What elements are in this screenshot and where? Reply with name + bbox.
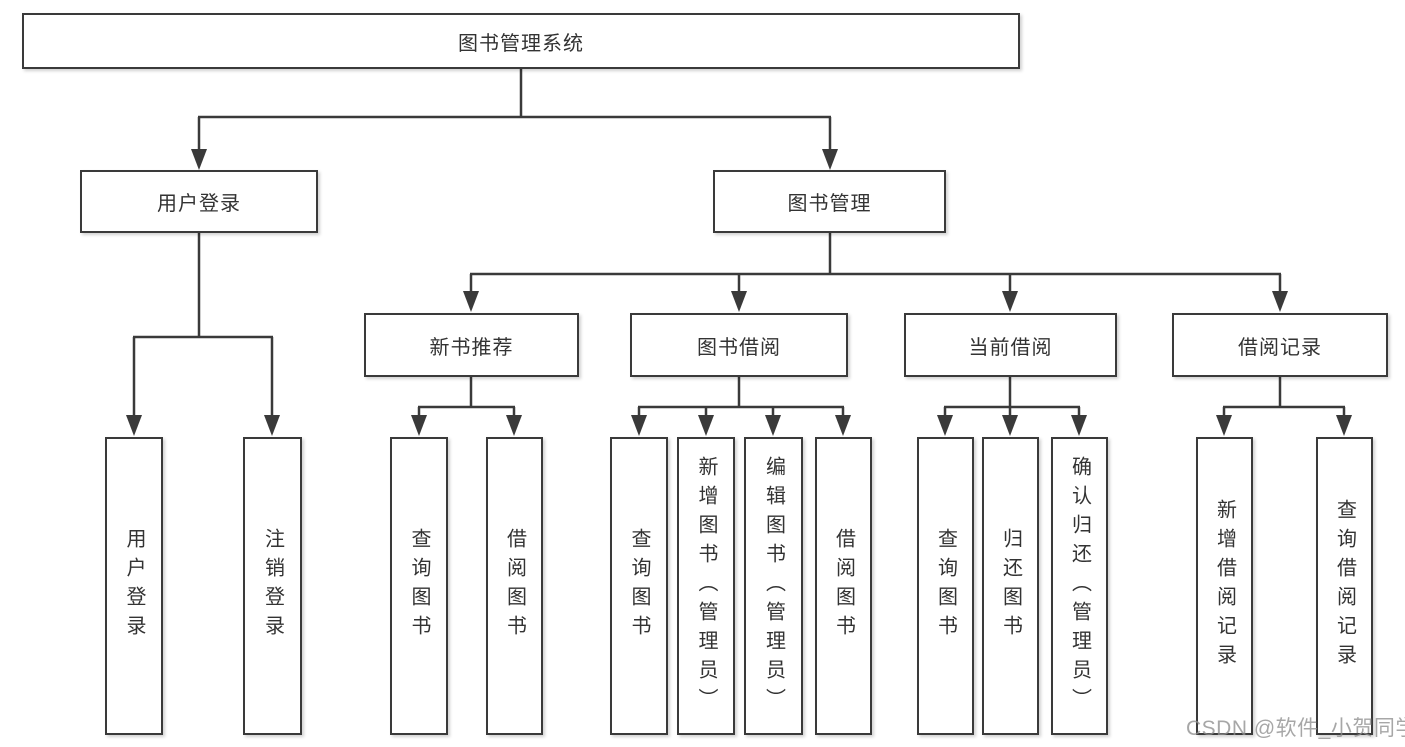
node-label: 当前借阅: [968, 336, 1053, 359]
node-label: 注销登录: [261, 528, 284, 644]
leaf-user-login: 用户登录: [105, 437, 163, 735]
node-label: 查询借阅记录: [1333, 499, 1356, 673]
node-label: 用户登录: [157, 193, 241, 215]
leaf-logout: 注销登录: [243, 437, 302, 735]
node-label: 用户登录: [123, 528, 145, 644]
node-label: 查询图书: [934, 528, 957, 644]
node-label: 图书管理: [787, 193, 872, 215]
node-book-management: 图书管理: [713, 170, 946, 233]
node-label: 查询图书: [628, 528, 650, 644]
leaf-query-books-borrow: 查询图书: [610, 437, 668, 735]
node-label: 新增借阅记录: [1213, 499, 1236, 673]
leaf-borrow-books-recommend: 借阅图书: [486, 437, 543, 735]
node-library-management-system: 图书管理系统: [22, 13, 1020, 69]
node-user-login: 用户登录: [80, 170, 318, 233]
leaf-add-borrow-record: 新增借阅记录: [1196, 437, 1253, 735]
node-label: 新书推荐: [429, 336, 514, 359]
node-label: 归还图书: [999, 528, 1022, 644]
node-new-book-recommend: 新书推荐: [364, 313, 579, 377]
leaf-confirm-return-admin: 确认归还（管理员）: [1051, 437, 1108, 735]
node-label: 借阅图书: [503, 528, 526, 644]
leaf-query-books-current: 查询图书: [917, 437, 974, 735]
node-label: 新增图书（管理员）: [695, 455, 717, 717]
leaf-return-books: 归还图书: [982, 437, 1039, 735]
csdn-watermark: CSDN @软件_小贺同学: [1186, 717, 1405, 740]
leaf-query-borrow-record: 查询借阅记录: [1316, 437, 1373, 735]
node-label: 确认归还（管理员）: [1068, 455, 1091, 717]
node-label: 查询图书: [408, 528, 430, 644]
node-label: 借阅记录: [1238, 336, 1322, 359]
leaf-edit-books-admin: 编辑图书（管理员）: [744, 437, 803, 735]
leaf-borrow-books: 借阅图书: [815, 437, 872, 735]
node-label: 图书借阅: [697, 336, 781, 359]
node-current-borrow: 当前借阅: [904, 313, 1117, 377]
leaf-query-books-recommend: 查询图书: [390, 437, 448, 735]
node-label: 图书管理系统: [458, 32, 584, 55]
node-book-borrow: 图书借阅: [630, 313, 848, 377]
leaf-add-books-admin: 新增图书（管理员）: [677, 437, 735, 735]
node-label: 编辑图书（管理员）: [762, 455, 785, 717]
node-borrow-records: 借阅记录: [1172, 313, 1388, 377]
node-label: 借阅图书: [832, 528, 855, 644]
